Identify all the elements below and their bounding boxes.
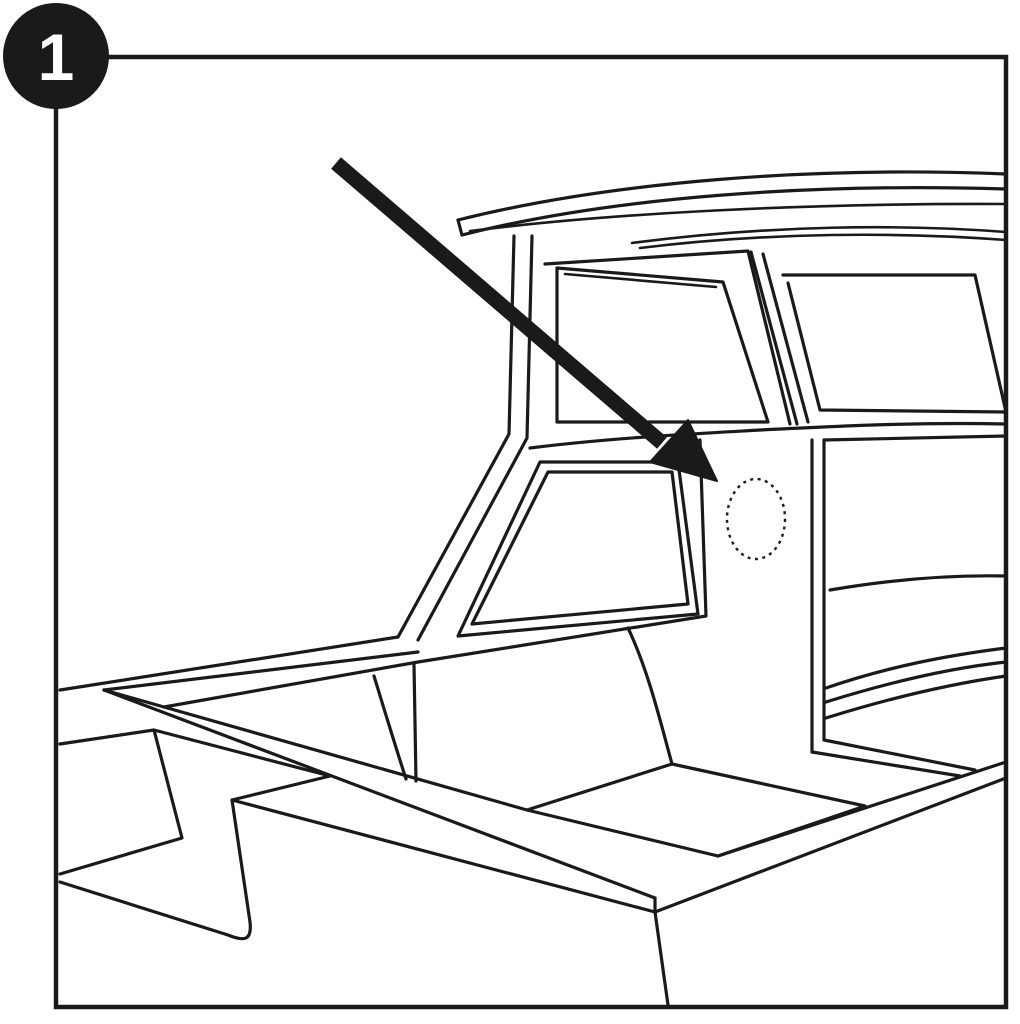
upper-windows xyxy=(543,249,1008,426)
pointer-arrow xyxy=(331,157,718,482)
panel-frame xyxy=(53,54,1009,1010)
cabin-side xyxy=(416,421,1008,664)
front-post xyxy=(396,234,534,642)
step-badge-circle xyxy=(3,3,109,109)
boat-drawing xyxy=(58,170,1008,1007)
hull-front xyxy=(58,728,670,1007)
target-location-marker xyxy=(725,477,787,561)
step-badge: 1 xyxy=(3,3,109,109)
hard-top-roof xyxy=(456,170,1008,250)
cabin-door xyxy=(810,434,1008,778)
step-number: 1 xyxy=(38,20,75,94)
gunwale xyxy=(58,635,657,900)
helm-pedestal xyxy=(372,626,1008,914)
